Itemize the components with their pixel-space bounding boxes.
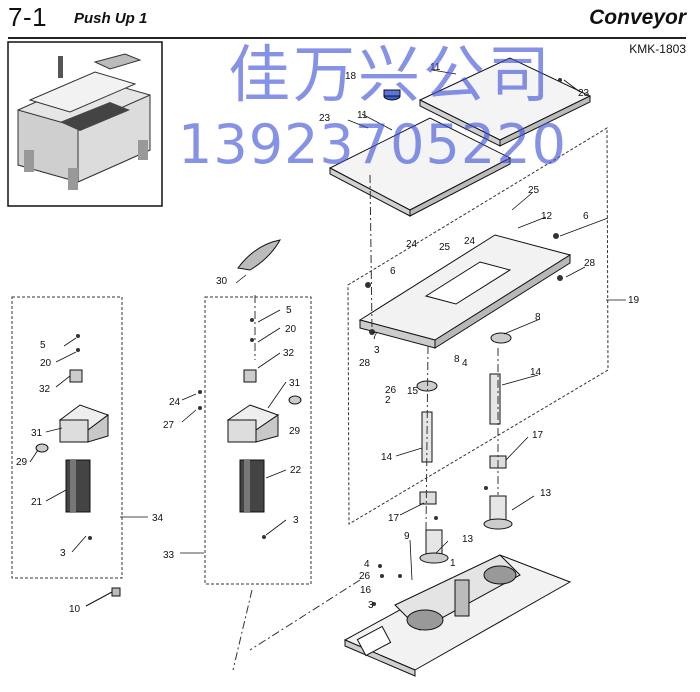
header-rule (8, 37, 686, 39)
callout-13: 13 (540, 488, 552, 499)
part-10 (85, 587, 121, 607)
callout-5: 5 (40, 340, 46, 351)
callout-15: 15 (407, 386, 419, 397)
callout-23: 23 (578, 88, 590, 99)
callout-19: 19 (628, 295, 640, 306)
callout-14: 14 (530, 367, 542, 378)
push-up-plate (358, 234, 572, 349)
machine-overview-thumbnail (7, 41, 163, 207)
callout-18: 18 (345, 71, 357, 82)
base-frame (343, 554, 572, 677)
group-box-34 (11, 296, 123, 579)
cylinder-assembly-33 (226, 239, 302, 513)
callout-32: 32 (283, 348, 295, 359)
callout-22: 22 (290, 465, 302, 476)
callout-14: 14 (381, 452, 393, 463)
callout-6: 6 (390, 266, 396, 277)
callout-3: 3 (368, 600, 374, 611)
callout-26: 26 (385, 385, 397, 396)
callout-27: 27 (163, 420, 175, 431)
callout-29: 29 (289, 426, 301, 437)
callout-24: 24 (464, 236, 476, 247)
callout-24: 24 (169, 397, 181, 408)
callout-17: 17 (532, 430, 544, 441)
category-title: Conveyor (589, 6, 686, 29)
section-title: Push Up 1 (74, 10, 148, 27)
callout-31: 31 (31, 428, 43, 439)
callout-26: 26 (359, 571, 371, 582)
alignment-lines (232, 174, 499, 671)
knob-part-18 (383, 89, 401, 101)
callout-labels: 1233334455667889101111121313141415161717… (16, 62, 640, 615)
leader-lines (29, 69, 626, 581)
callout-11: 11 (357, 110, 368, 121)
group-box-19 (347, 127, 609, 525)
callout-12: 12 (541, 211, 553, 222)
callout-6: 6 (583, 211, 589, 222)
callout-24: 24 (406, 239, 418, 250)
callout-13: 13 (462, 534, 474, 545)
callout-20: 20 (285, 324, 297, 335)
callout-3: 3 (293, 515, 299, 526)
callout-25: 25 (528, 185, 540, 196)
callout-3: 3 (60, 548, 66, 559)
callout-11: 11 (430, 62, 441, 73)
callout-10: 10 (69, 604, 81, 615)
callout-21: 21 (31, 497, 43, 508)
callout-31: 31 (289, 378, 301, 389)
upper-cover-plate (418, 57, 592, 147)
callout-4: 4 (364, 559, 370, 570)
callout-8: 8 (535, 312, 541, 323)
callout-17: 17 (388, 513, 400, 524)
callout-8: 8 (454, 354, 460, 365)
callout-25: 25 (439, 242, 451, 253)
callout-29: 29 (16, 457, 28, 468)
callout-33: 33 (163, 550, 175, 561)
drawing-code: KMK-1803 (629, 42, 686, 56)
cylinder-assembly-34 (35, 369, 110, 513)
callout-16: 16 (360, 585, 372, 596)
callout-23: 23 (319, 113, 331, 124)
callout-20: 20 (40, 358, 52, 369)
callout-3: 3 (374, 345, 380, 356)
callout-30: 30 (216, 276, 228, 287)
callout-32: 32 (39, 384, 51, 395)
callout-2: 2 (385, 395, 391, 406)
callout-28: 28 (359, 358, 371, 369)
callout-7: 7 (372, 331, 378, 342)
fasteners (76, 78, 563, 606)
callout-1: 1 (450, 558, 456, 569)
section-number: 7-1 (8, 2, 48, 32)
group-box-33 (204, 296, 312, 585)
callout-9: 9 (404, 531, 410, 542)
callout-28: 28 (584, 258, 596, 269)
callout-34: 34 (152, 513, 164, 524)
callout-5: 5 (286, 305, 292, 316)
callout-4: 4 (462, 358, 468, 369)
